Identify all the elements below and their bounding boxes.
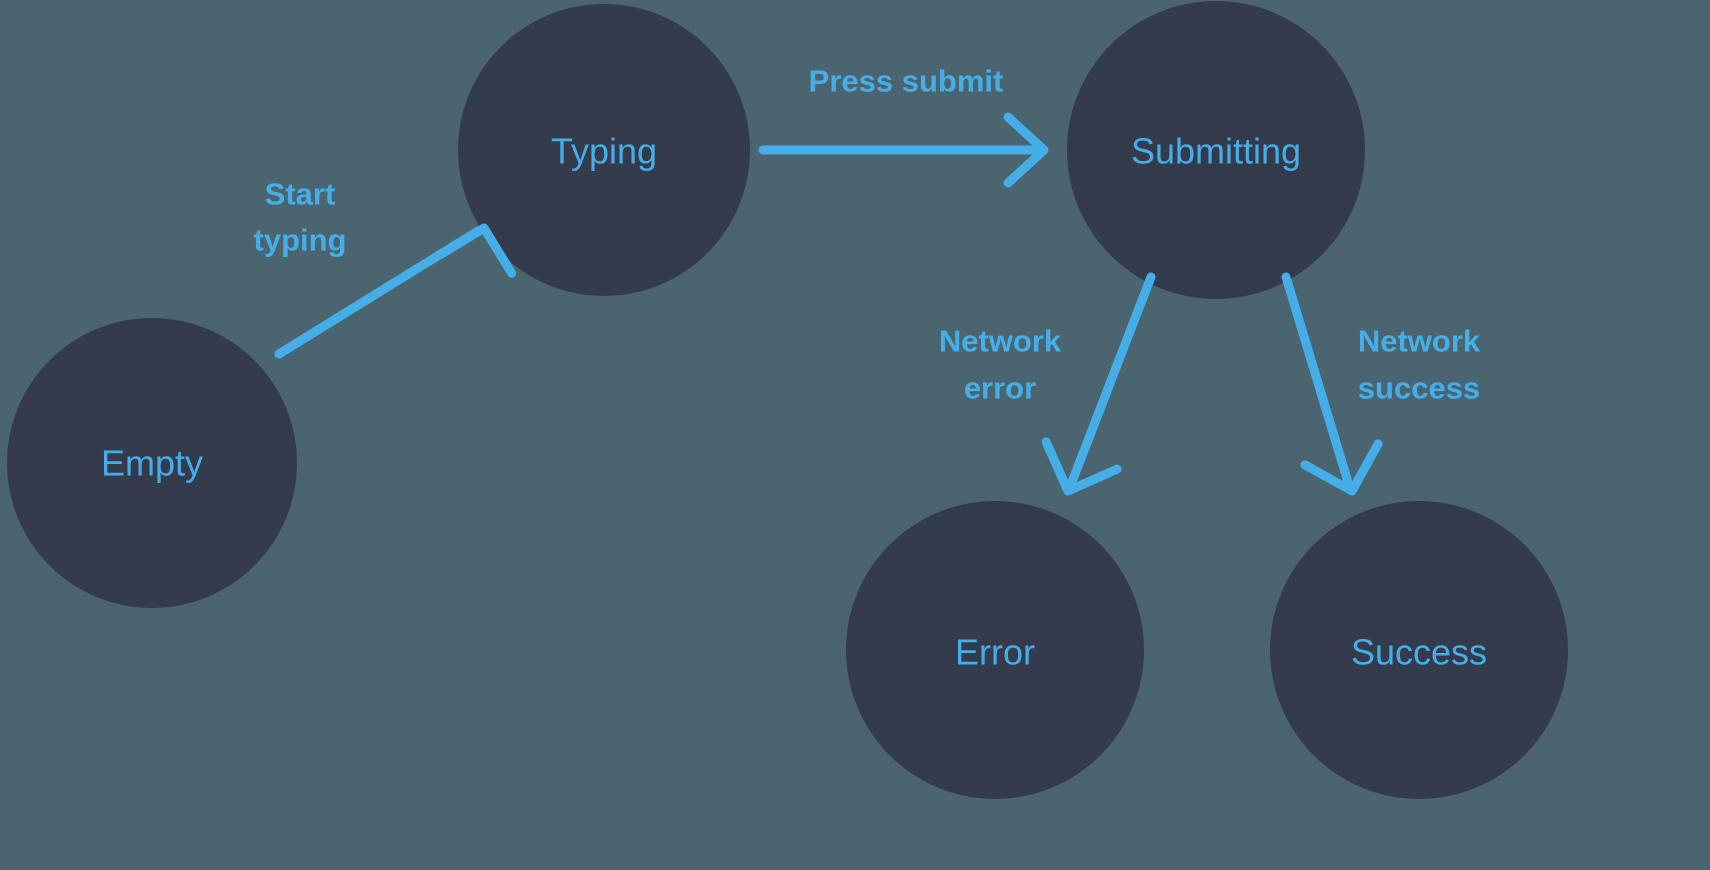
edge-press-submit[interactable]: Press submit (758, 64, 1049, 188)
node-empty[interactable]: Empty (7, 318, 297, 608)
edge-network-error[interactable]: Network error (939, 272, 1156, 505)
node-success-label: Success (1351, 632, 1487, 673)
node-empty-label: Empty (101, 443, 203, 484)
edge-network-error-label-line1: Network (939, 324, 1062, 359)
edge-network-error-line (1067, 272, 1156, 487)
edge-network-success-label-line2: success (1358, 371, 1480, 406)
node-typing[interactable]: Typing (458, 4, 750, 296)
edge-start-typing-label-line1: Start (265, 177, 336, 212)
node-submitting-circle[interactable] (1067, 1, 1365, 299)
edge-network-error-arrowhead (1041, 437, 1122, 496)
edge-press-submit-arrowhead (1003, 112, 1049, 188)
node-empty-circle[interactable] (7, 318, 297, 608)
edge-network-success-label-line1: Network (1358, 324, 1481, 359)
node-error-circle[interactable] (846, 501, 1144, 799)
edge-network-success-line (1281, 272, 1353, 487)
edge-press-submit-label: Press submit (809, 64, 1004, 99)
node-submitting[interactable]: Submitting (1067, 1, 1365, 299)
node-typing-circle[interactable] (458, 4, 750, 296)
edge-start-typing[interactable]: Start typing (254, 177, 517, 359)
node-error-label: Error (955, 632, 1035, 673)
node-success-circle[interactable] (1270, 501, 1568, 799)
node-error[interactable]: Error (846, 501, 1144, 799)
edge-network-success-arrowhead (1300, 439, 1383, 496)
edge-start-typing-label-line2: typing (254, 223, 347, 258)
edge-network-error-label-line2: error (964, 371, 1036, 406)
edge-start-typing-arrowhead (436, 223, 517, 278)
edge-network-success[interactable]: Network success (1281, 272, 1481, 501)
node-success[interactable]: Success (1270, 501, 1568, 799)
node-submitting-label: Submitting (1131, 131, 1301, 172)
node-typing-label: Typing (551, 131, 657, 172)
